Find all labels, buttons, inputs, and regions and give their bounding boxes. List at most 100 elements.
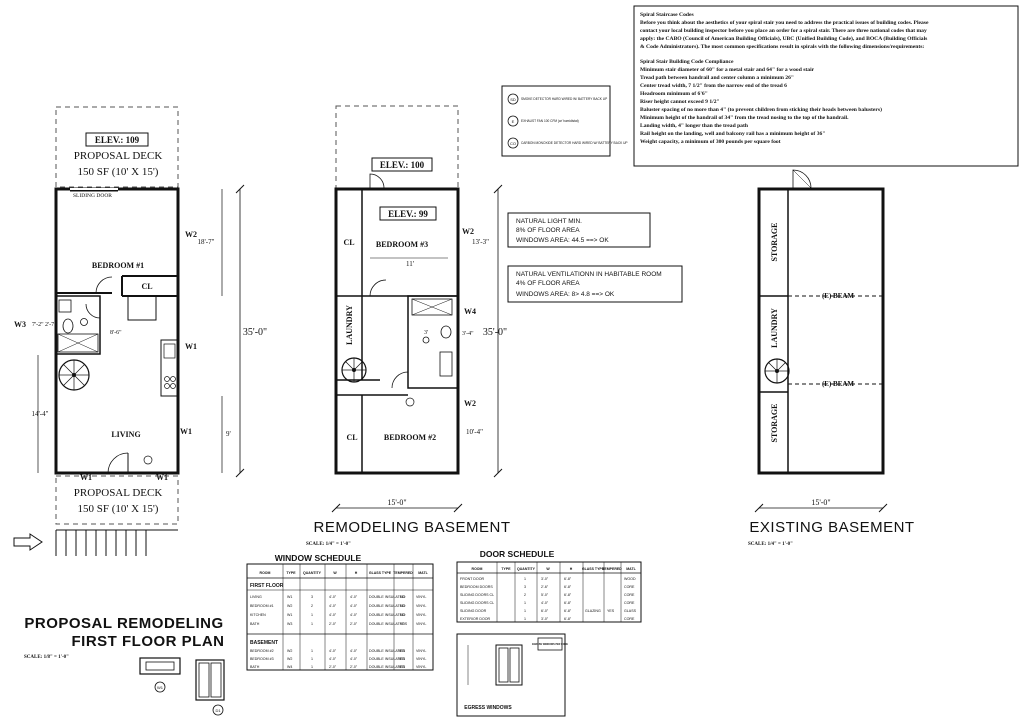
elev-label-first: ELEV.: 109 bbox=[95, 135, 140, 145]
ds-h5: GLASS TYPE bbox=[582, 567, 605, 571]
remodel-closet1: CL bbox=[343, 238, 354, 247]
deck-top bbox=[55, 106, 179, 188]
ws-r2-c5: DOUBLE INSULATED bbox=[369, 604, 405, 608]
ws-h6: TEMPERED bbox=[393, 571, 413, 575]
remodel-w2b: W2 bbox=[464, 399, 476, 408]
first-w1d: W1 bbox=[156, 473, 168, 482]
ds-r0-c7: WOOD bbox=[624, 577, 636, 581]
ws-b2-c4: 4'-0" bbox=[350, 657, 358, 661]
vent-l3: WINDOWS AREA: 8> 4.8 ==> OK bbox=[516, 291, 615, 298]
ws-r4-c3: 2'-0" bbox=[329, 622, 337, 626]
ws-b1-c6: YES bbox=[398, 649, 406, 653]
ws-b2-c2: 1 bbox=[311, 657, 313, 661]
ws-b1-c7: VINYL bbox=[416, 649, 426, 653]
first-floor-title1: PROPOSAL REMODELING bbox=[24, 615, 223, 632]
bedroom1-label: BEDROOM #1 bbox=[92, 261, 144, 270]
ws-section2: BASEMENT bbox=[250, 640, 278, 646]
ds-r5-c7: CORE bbox=[624, 617, 635, 621]
codes-intro-1: contact your local building inspector be… bbox=[640, 28, 927, 34]
existing-scale: SCALE: 1/4" = 1'-0" bbox=[748, 542, 793, 547]
ws-r4-c5: DOUBLE INSULATED bbox=[369, 622, 405, 626]
remodel-title: REMODELING BASEMENT bbox=[313, 519, 510, 536]
ws-r2-c1: W2 bbox=[287, 604, 292, 608]
ds-h0: ROOM bbox=[472, 567, 483, 571]
ws-b2-c0: BEDROOM #3 bbox=[250, 657, 274, 661]
bedroom2-label: BEDROOM #2 bbox=[384, 433, 436, 442]
remodel-w2a: W2 bbox=[462, 227, 474, 236]
remodeling-basement-plan: ELEV.: 100 ELEV.: 99 CL BEDROOM #3 11' L… bbox=[306, 105, 510, 547]
first-w2: W2 bbox=[185, 230, 197, 239]
door-schedule-title: DOOR SCHEDULE bbox=[480, 549, 555, 559]
ds-h6: TEMPERED bbox=[602, 567, 622, 571]
legend-text-3: CARBON MONOXIDE DETECTOR HARD WIRED W/ B… bbox=[521, 141, 628, 145]
codes-rule-8: Rail height on the landing, well and bal… bbox=[640, 131, 825, 137]
remodel-dim-width: 15'-0" bbox=[387, 498, 406, 507]
vent-l1: NATURAL VENTILATIONN IN HABITABLE ROOM bbox=[516, 271, 662, 278]
living-label: LIVING bbox=[111, 430, 140, 439]
ds-r4-c3: 6'-0" bbox=[541, 609, 549, 613]
first-w1c: W1 bbox=[80, 473, 92, 482]
ds-h4: H bbox=[570, 567, 573, 571]
ds-h3: W bbox=[546, 567, 550, 571]
ws-b3-c3: 2'-0" bbox=[329, 665, 337, 669]
existing-outline bbox=[757, 187, 885, 475]
first-dim-total: 35'-0" bbox=[243, 327, 267, 338]
first-floor-scale: SCALE: 1/8" = 1'-0" bbox=[24, 655, 69, 660]
symbol-legend: SD SMOKE DETECTOR HARD WIRED W/ BATTERY … bbox=[501, 85, 628, 157]
ws-h7: MATL bbox=[418, 571, 428, 575]
existing-storage2: STORAGE bbox=[770, 404, 779, 443]
first-dim-d3: 9' bbox=[226, 430, 231, 438]
ws-rows1: LIVING W1 3 4'-0" 4'-0" DOUBLE INSULATED… bbox=[250, 595, 426, 626]
ws-b1-c2: 1 bbox=[311, 649, 313, 653]
ws-b1-c4: 4'-0" bbox=[350, 649, 358, 653]
existing-basement-plan: STORAGE LAUNDRY STORAGE (E) BEAM (E) BEA… bbox=[748, 169, 914, 547]
smoke-detector-icon bbox=[507, 93, 519, 105]
ds-r2-c3: 5'-0" bbox=[541, 593, 549, 597]
ws-r4-c4: 2'-0" bbox=[350, 622, 358, 626]
bathroom-first bbox=[55, 295, 101, 355]
egress-caption: EGRESS WINDOWS bbox=[464, 705, 512, 711]
deck-bottom bbox=[55, 475, 179, 525]
door-tag-symbol bbox=[195, 659, 225, 701]
legend-sym-2: E bbox=[512, 119, 515, 124]
remodel-dim-10: 10'-4" bbox=[466, 428, 483, 436]
ws-b1-c5: DOUBLE INSULATED bbox=[369, 649, 405, 653]
ws-r3-c4: 4'-0" bbox=[350, 613, 358, 617]
existing-title: EXISTING BASEMENT bbox=[749, 519, 914, 536]
ds-r2-c0: SLIDING DOORS CL bbox=[460, 593, 494, 597]
vent-l2: 4% OF FLOOR AREA bbox=[516, 280, 580, 287]
elev-label-99: ELEV.: 99 bbox=[388, 209, 428, 219]
codes-intro-0: Before you think about the aesthetics of… bbox=[640, 20, 929, 26]
ds-r1-c4: 6'-8" bbox=[564, 585, 572, 589]
ds-r3-c2: 1 bbox=[524, 601, 526, 605]
ws-h0: ROOM bbox=[260, 571, 271, 575]
spiral-codes-box: Spiral Staircase Codes Before you think … bbox=[633, 5, 1019, 167]
ws-r2-c7: VINYL bbox=[416, 604, 426, 608]
legend-text-2: EXHAUST FAN 100 CFM (w/ humidistat) bbox=[521, 119, 579, 123]
deck-bottom-line2: 150 SF (10' X 15') bbox=[78, 503, 159, 515]
ds-r3-c3: 4'-0" bbox=[541, 601, 549, 605]
ds-r3-c4: 6'-8" bbox=[564, 601, 572, 605]
ws-r1-c2: 3 bbox=[311, 595, 313, 599]
ds-r1-c0: BEDROOM DOORS bbox=[460, 585, 493, 589]
ws-r1-c3: 4'-0" bbox=[329, 595, 337, 599]
ws-b2-c1: W2 bbox=[287, 657, 292, 661]
legend-sym-1: SD bbox=[510, 97, 516, 102]
deck-top-line2: 150 SF (10' X 15') bbox=[78, 166, 159, 178]
ws-b2-c5: DOUBLE INSULATED bbox=[369, 657, 405, 661]
ds-r1-c3: 2'-6" bbox=[541, 585, 549, 589]
ds-r4-c7: GLASS bbox=[624, 609, 637, 613]
ws-b3-c5: DOUBLE INSULATED bbox=[369, 665, 405, 669]
first-w1a: W1 bbox=[185, 342, 197, 351]
ws-b3-c2: 1 bbox=[311, 665, 313, 669]
codes-rule-4: Riser height cannot exceed 9 1/2" bbox=[640, 99, 720, 105]
ds-r4-c2: 1 bbox=[524, 609, 526, 613]
basement-remodel-outline bbox=[334, 187, 460, 475]
ds-r0-c4: 6'-8" bbox=[564, 577, 572, 581]
egress-window-detail: EGRESS WINDOWS EGRESS WINDOWS PER CODE bbox=[456, 633, 568, 717]
co-detector-icon bbox=[507, 137, 519, 149]
ws-r3-c7: VINYL bbox=[416, 613, 426, 617]
window-tag-symbol bbox=[139, 657, 181, 675]
remodel-dim-3: 3' bbox=[424, 330, 428, 336]
light-l2: 8% OF FLOOR AREA bbox=[516, 227, 580, 234]
